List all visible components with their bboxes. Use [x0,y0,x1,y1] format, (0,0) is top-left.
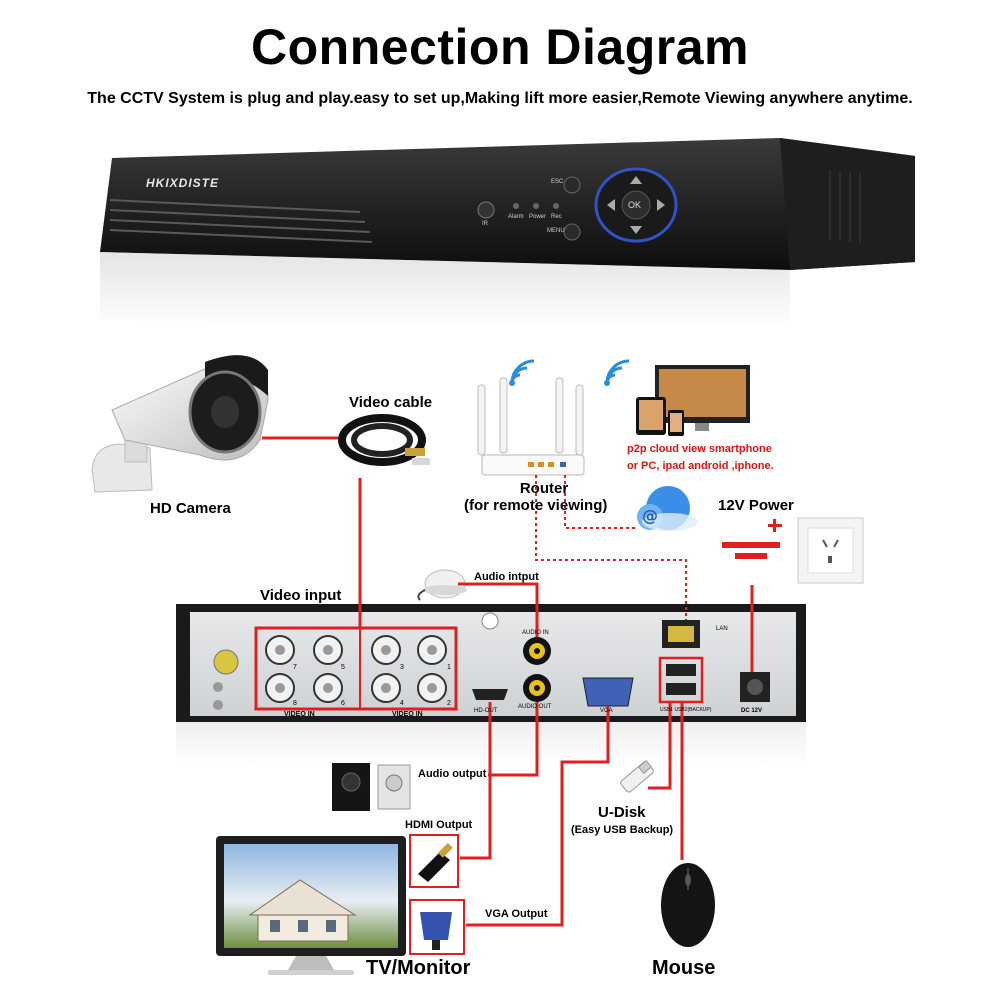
router [478,361,629,475]
hdmi-output-label: HDMI Output [405,819,472,831]
p2p-label-line2: or PC, ipad android ,iphone. [627,459,774,474]
port-number-5: 5 [341,664,345,671]
wifi-dot-right [604,380,610,386]
port-number-2: 2 [447,700,451,707]
speakers-icon [332,763,410,811]
router-sublabel: (for remote viewing) [464,497,607,514]
hdmi-cable-icon [410,835,458,887]
cloud-icon: @ [637,486,698,531]
power-led [533,203,539,209]
power-label: Power [529,214,546,220]
tv-monitor-label: TV/Monitor [366,957,470,980]
p2p-label-line1: p2p cloud view smartphone [627,442,772,457]
power-socket [798,518,863,583]
video-input-label: Video input [260,587,341,604]
usb-port-label: USB1 USB2(BACKUP) [660,707,711,713]
tv-monitor-icon [216,836,406,975]
alarm-label: Alarm [508,214,524,220]
port-number-8: 8 [293,700,297,707]
audio-output-label: Audio output [418,768,486,780]
dvr-front-unit [100,138,915,330]
hdmi-port [472,689,508,700]
port-number-4: 4 [400,700,404,707]
router-label: Router [505,480,583,497]
udisk-label: U-Disk [598,804,646,821]
video-cable-label: Video cable [349,394,432,411]
ground-screw [214,650,238,674]
dvr-front-side [780,138,915,270]
power-label: 12V Power [718,497,794,514]
vga-output-label: VGA Output [485,908,548,920]
hd-camera [92,355,268,492]
video-in-label-1: VIDEO IN [284,711,315,718]
esc-label: ESC [551,179,563,185]
ir-label: IR [482,221,488,227]
esc-button [564,177,580,193]
udisk-sublabel: (Easy USB Backup) [571,824,673,836]
mouse-label: Mouse [652,957,715,980]
alarm-led [513,203,519,209]
svg-text:@: @ [642,506,658,525]
port-number-6: 6 [341,700,345,707]
menu-label: MENU [547,228,565,234]
audio-in-port-label: AUDIO IN [522,630,549,636]
wifi-dot-left [509,380,515,386]
p2p-devices [636,365,750,436]
port-number-3: 3 [400,664,404,671]
hd-camera-label: HD Camera [150,500,231,517]
ir-sensor [478,202,494,218]
port-number-7: 7 [293,664,297,671]
panel-screw [482,613,498,629]
power-symbol-icon [722,519,782,559]
wifi-icon-left [512,361,534,383]
usb1-port [666,664,696,676]
video-in-label-2: VIDEO IN [392,711,423,718]
port-number-1: 1 [447,664,451,671]
dvr-brand: HKIXDISTE [146,176,219,190]
usb2-port [666,683,696,695]
vga-port-label: VGA [600,708,613,714]
dc-port-label: DC 12V [741,708,762,714]
rec-led [553,203,559,209]
wifi-icon-right [607,361,629,383]
hd-out-port-label: HD-OUT [474,708,497,714]
vga-cable-icon [410,900,464,954]
video-cable-coil [342,418,430,465]
audio-input-label: Audio intput [474,571,539,583]
mouse-icon [661,863,715,947]
rec-label: Rec [551,214,562,220]
lan-port-label: LAN [716,626,728,632]
ok-label: OK [628,200,641,210]
audio-out-port-label: AUDIO OUT [518,704,551,710]
menu-button [564,224,580,240]
vga-port [583,678,633,706]
